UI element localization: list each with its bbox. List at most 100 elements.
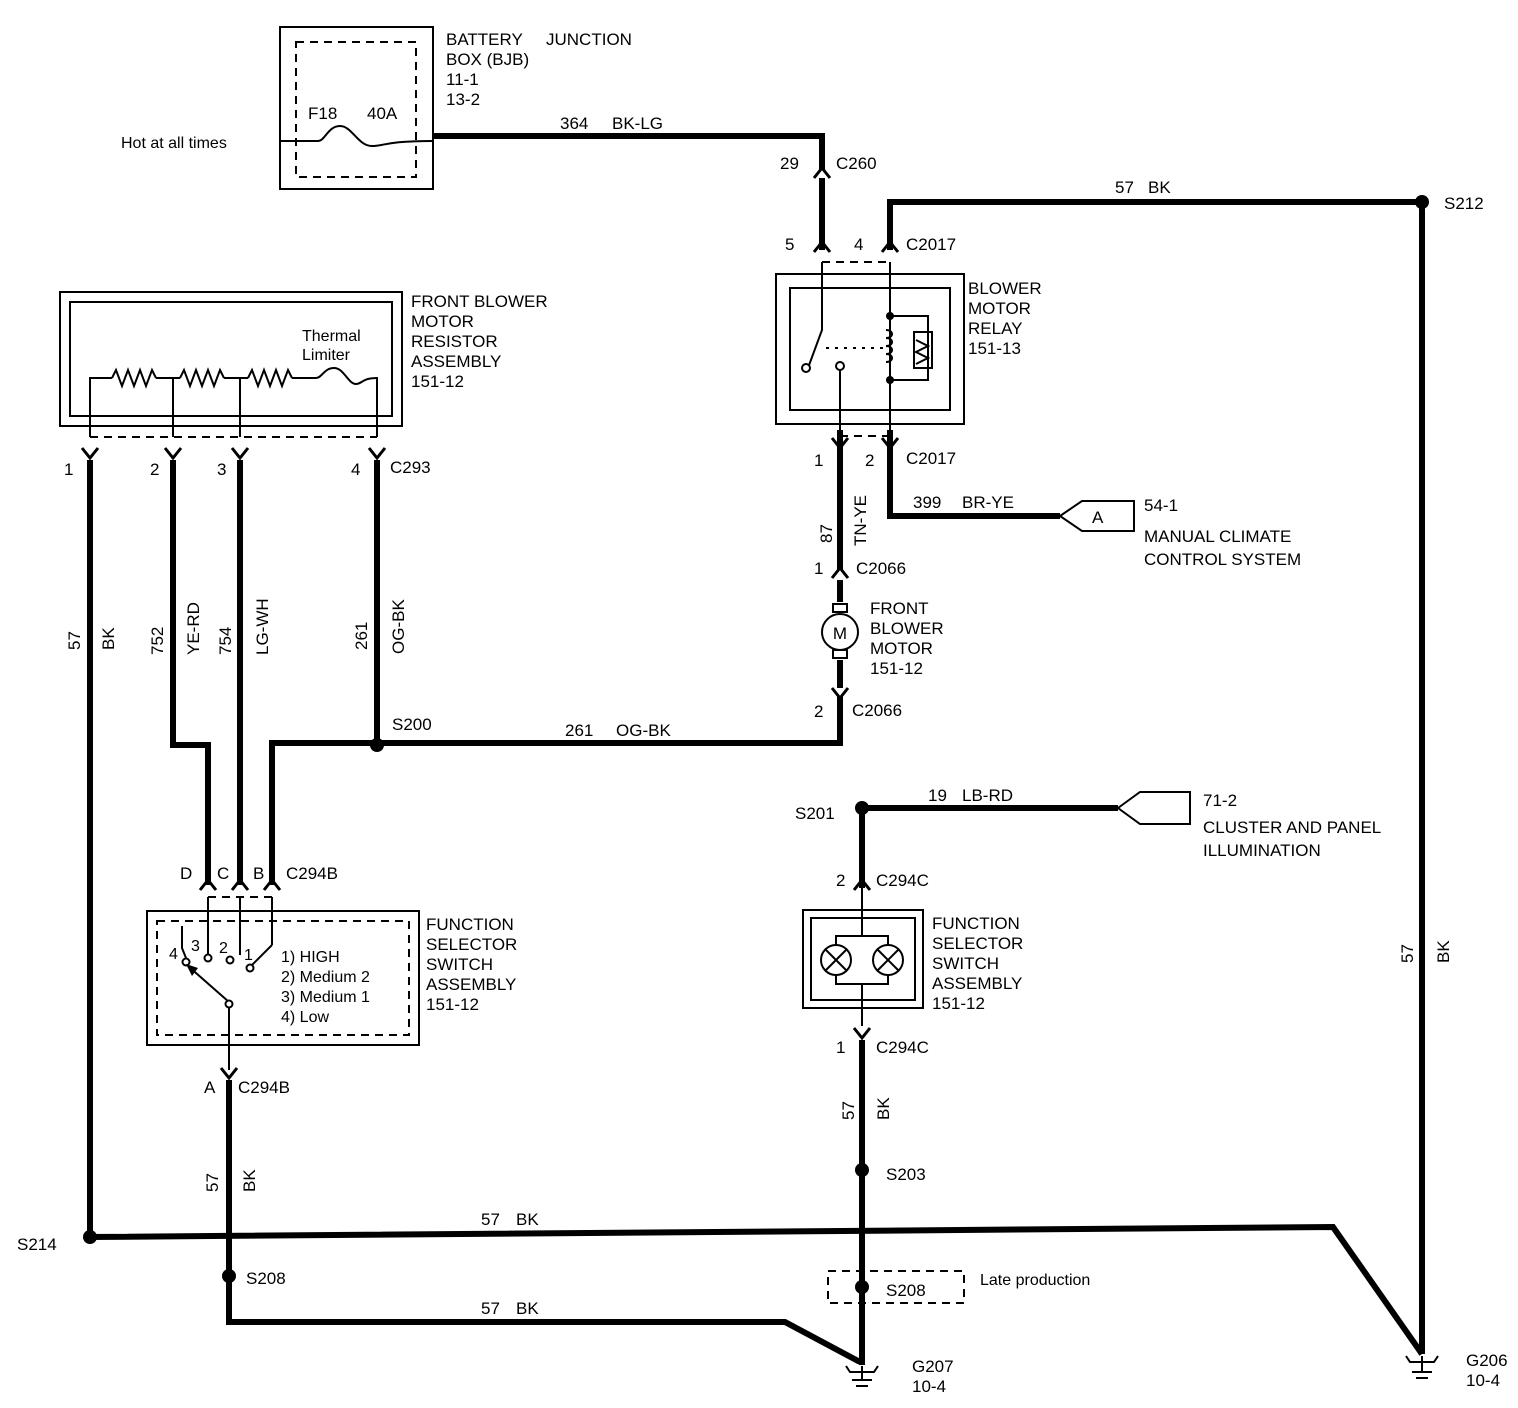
wire-399-circuit: 399	[913, 493, 941, 512]
thermal-label-1: Thermal	[302, 328, 361, 345]
fss2-label-3: SWITCH	[932, 954, 999, 973]
splice-s208-left: S208	[246, 1269, 286, 1288]
wire-57-bottom	[89, 1223, 1425, 1356]
fss2-pin-2: 2	[836, 871, 845, 890]
wire-19-color: LB-RD	[962, 786, 1013, 805]
conn-c294c-top: C294C	[876, 871, 929, 890]
late-production-note: Late production	[980, 1272, 1090, 1289]
cpi-label-1: CLUSTER AND PANEL	[1203, 818, 1381, 837]
wires	[87, 133, 1425, 1365]
wire-57-bottom-circuit: 57	[481, 1210, 500, 1229]
wire-57-switch-circuit: 57	[203, 1173, 222, 1192]
wire-87-color: TN-YE	[851, 495, 870, 546]
conn-c294b-bottom: C294B	[238, 1078, 290, 1097]
fuse-label: F18	[308, 104, 337, 123]
wire-57-bottom-color: BK	[516, 1210, 539, 1229]
wire-57-lower-circuit: 57	[481, 1299, 500, 1318]
blower-motor-relay: BLOWER MOTOR RELAY 151-13	[775, 262, 1042, 430]
fss1-pos-high: 1) HIGH	[281, 949, 340, 966]
resistor-label-4: ASSEMBLY	[411, 352, 501, 371]
hot-note: Hot at all times	[121, 135, 227, 152]
fss2-label-1: FUNCTION	[932, 914, 1020, 933]
splice-s212: S212	[1444, 194, 1484, 213]
wire-57-right-circuit: 57	[1398, 944, 1417, 963]
wire-57-switch-color: BK	[240, 1169, 259, 1192]
motor-ref: 151-12	[870, 659, 923, 678]
wire-57-top-color: BK	[1148, 178, 1171, 197]
conn-c260: C260	[836, 154, 877, 173]
relay-ref: 151-13	[968, 339, 1021, 358]
wire-752	[170, 460, 211, 885]
mcc-label-2: CONTROL SYSTEM	[1144, 550, 1301, 569]
bjb-title-1: BATTERY	[446, 30, 523, 49]
motor-label-1: FRONT	[870, 599, 929, 618]
relay-label-1: BLOWER	[968, 279, 1042, 298]
pin-4: 4	[854, 235, 863, 254]
motor-label-3: MOTOR	[870, 639, 933, 658]
wire-261-to-switch	[269, 740, 377, 885]
fss1-ref: 151-12	[426, 995, 479, 1014]
resistor-ref: 151-12	[411, 372, 464, 391]
wire-261-h-circuit: 261	[565, 721, 593, 740]
relay-pin-2: 2	[865, 451, 874, 470]
mcc-letter: A	[1092, 508, 1104, 527]
wire-261-v-color: OG-BK	[389, 599, 408, 654]
wire-57-left-color: BK	[99, 627, 118, 650]
fss2-label-2: SELECTOR	[932, 934, 1023, 953]
bjb-title-2: JUNCTION	[546, 30, 632, 49]
front-blower-motor: M FRONT BLOWER MOTOR 151-12	[821, 599, 944, 678]
fss1-pin-1: 1	[244, 947, 253, 964]
resistor-assembly: Thermal Limiter FRONT BLOWER MOTOR RESIS…	[59, 291, 548, 437]
wire-364-circuit: 364	[560, 114, 588, 133]
wire-399-color: BR-YE	[962, 493, 1014, 512]
wire-364-color: BK-LG	[612, 114, 663, 133]
splices	[83, 195, 1429, 1294]
splice-s214: S214	[17, 1235, 57, 1254]
resistor-label-3: RESISTOR	[411, 332, 498, 351]
conn-c2017-top: C2017	[906, 235, 956, 254]
wire-364	[433, 133, 825, 170]
splice-s203: S203	[886, 1165, 926, 1184]
wire-261-horizontal	[377, 696, 843, 746]
ground-g206-ref: 10-4	[1466, 1371, 1500, 1390]
fss1-pos-med1: 3) Medium 1	[281, 989, 370, 1006]
fss2-pin-1: 1	[836, 1038, 845, 1057]
motor-symbol: M	[833, 624, 847, 643]
thermal-label-2: Limiter	[302, 347, 351, 364]
switch-pin-c: C	[217, 864, 229, 883]
wire-752-circuit: 752	[148, 627, 167, 655]
mcc-label-1: MANUAL CLIMATE	[1144, 527, 1291, 546]
splice-s200: S200	[392, 715, 432, 734]
relay-label-3: RELAY	[968, 319, 1023, 338]
pin-29: 29	[780, 154, 799, 173]
conn-c294b-top: C294B	[286, 864, 338, 883]
wire-754-color: LG-WH	[253, 598, 272, 655]
ground-g206	[1405, 1355, 1439, 1379]
switch-pin-b: B	[253, 864, 264, 883]
cpi-ref: 71-2	[1203, 791, 1237, 810]
conn-c2017-bottom: C2017	[906, 449, 956, 468]
fss1-pos-med2: 2) Medium 2	[281, 969, 370, 986]
resistor-label-1: FRONT BLOWER	[411, 292, 548, 311]
splice-s208-center: S208	[886, 1281, 926, 1300]
wire-752-color: YE-RD	[184, 602, 203, 655]
bjb-ref-1: 11-1	[446, 70, 479, 89]
bjb-title-3: BOX (BJB)	[446, 50, 529, 69]
switch-pin-d: D	[180, 864, 192, 883]
fss1-label-1: FUNCTION	[426, 915, 514, 934]
conn-c293: C293	[390, 458, 431, 477]
wire-57-switch	[226, 1080, 862, 1365]
resistor-label-2: MOTOR	[411, 312, 474, 331]
fss2-label-4: ASSEMBLY	[932, 974, 1022, 993]
fss1-label-3: SWITCH	[426, 955, 493, 974]
wire-57-center-color: BK	[874, 1097, 893, 1120]
conn-c2066-top: C2066	[856, 559, 906, 578]
res-pin-3: 3	[217, 460, 226, 479]
ground-g206-label: G206	[1466, 1351, 1508, 1370]
motor-label-2: BLOWER	[870, 619, 944, 638]
ground-g207	[845, 1365, 879, 1387]
function-selector-switch-1: 4 3 2 1 1) HIGH 2) Medium 2 3) Medium 1 …	[146, 897, 517, 1070]
wire-57-top-circuit: 57	[1115, 178, 1134, 197]
relay-pin-1: 1	[814, 451, 823, 470]
